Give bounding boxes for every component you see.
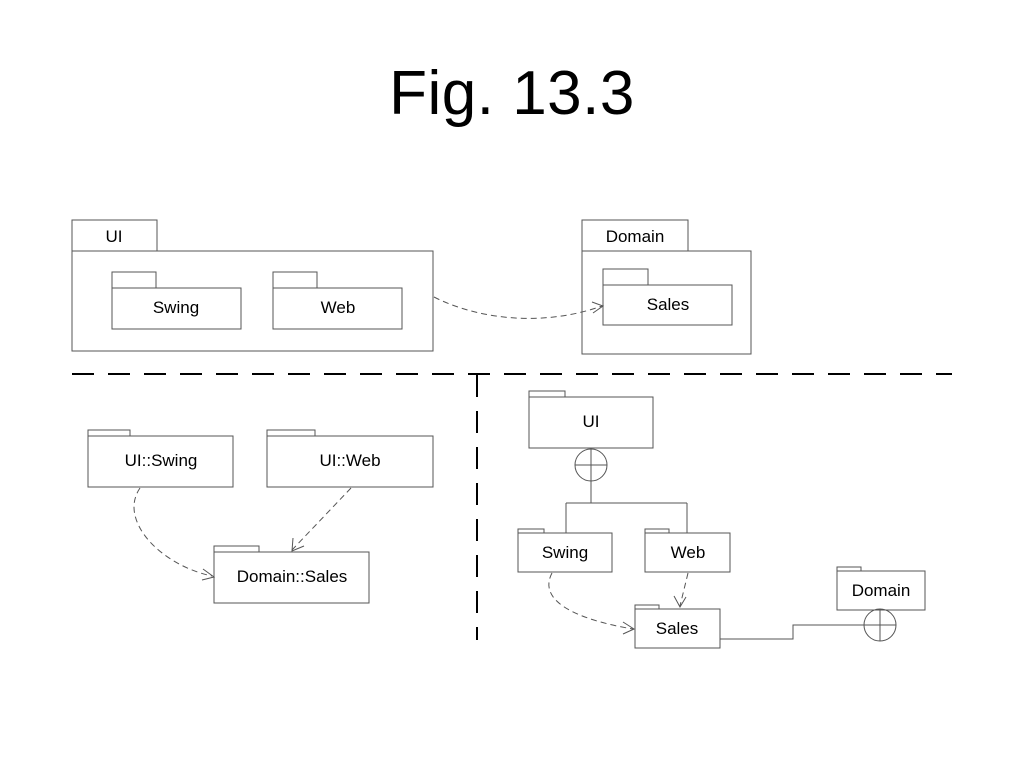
ui-package-nested-label: UI — [583, 412, 600, 431]
swing-package-nested: Swing — [517, 528, 613, 573]
containment-tree — [565, 481, 688, 533]
containment-icon — [574, 448, 608, 482]
domain-package-nested: Domain — [836, 566, 926, 611]
swing-package-nested-label: Swing — [542, 543, 588, 562]
slide-title: Fig. 13.3 — [389, 59, 635, 128]
dependency-arrow-swing-to-sales-nested — [548, 572, 634, 630]
web-package: Web — [272, 271, 403, 330]
sales-package-nested-label: Sales — [656, 619, 699, 638]
swing-package: Swing — [111, 271, 242, 330]
domain-package-label: Domain — [606, 227, 665, 246]
domain-package-nested-label: Domain — [852, 581, 911, 600]
dependency-arrow-web-to-sales — [291, 487, 352, 551]
containment-icon — [863, 608, 897, 642]
ui-package-label: UI — [106, 227, 123, 246]
domain-sales-package: Domain::Sales — [213, 545, 370, 604]
sales-package: Sales — [602, 268, 733, 326]
arrowhead — [591, 301, 605, 314]
web-package-label: Web — [321, 298, 356, 317]
dependency-arrow-ui-to-sales — [433, 296, 603, 319]
web-package-nested-label: Web — [671, 543, 706, 562]
sales-package-nested: Sales — [634, 604, 721, 649]
domain-sales-package-label: Domain::Sales — [237, 567, 348, 586]
containment-link-domain-sales — [720, 624, 864, 640]
arrowhead — [291, 537, 305, 552]
arrowhead — [622, 621, 636, 635]
ui-swing-package-label: UI::Swing — [125, 451, 198, 470]
ui-swing-package: UI::Swing — [87, 429, 234, 488]
ui-package-nested: UI — [528, 390, 654, 449]
ui-web-package-label: UI::Web — [319, 451, 380, 470]
dependency-arrow-swing-to-sales — [133, 487, 213, 577]
arrowhead — [201, 568, 216, 581]
sales-package-label: Sales — [647, 295, 690, 314]
ui-web-package: UI::Web — [266, 429, 434, 488]
web-package-nested: Web — [644, 528, 731, 573]
swing-package-label: Swing — [153, 298, 199, 317]
arrowhead — [673, 595, 687, 609]
dependency-arrow-web-to-sales-nested — [679, 572, 689, 607]
